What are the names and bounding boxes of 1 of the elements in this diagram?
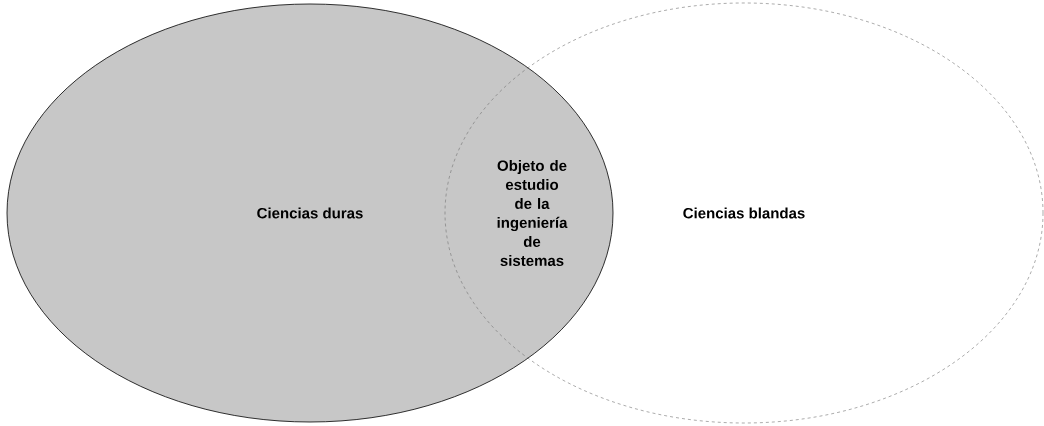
overlap-label: Objeto de estudio de la ingeniería de sistemas [497, 160, 568, 266]
